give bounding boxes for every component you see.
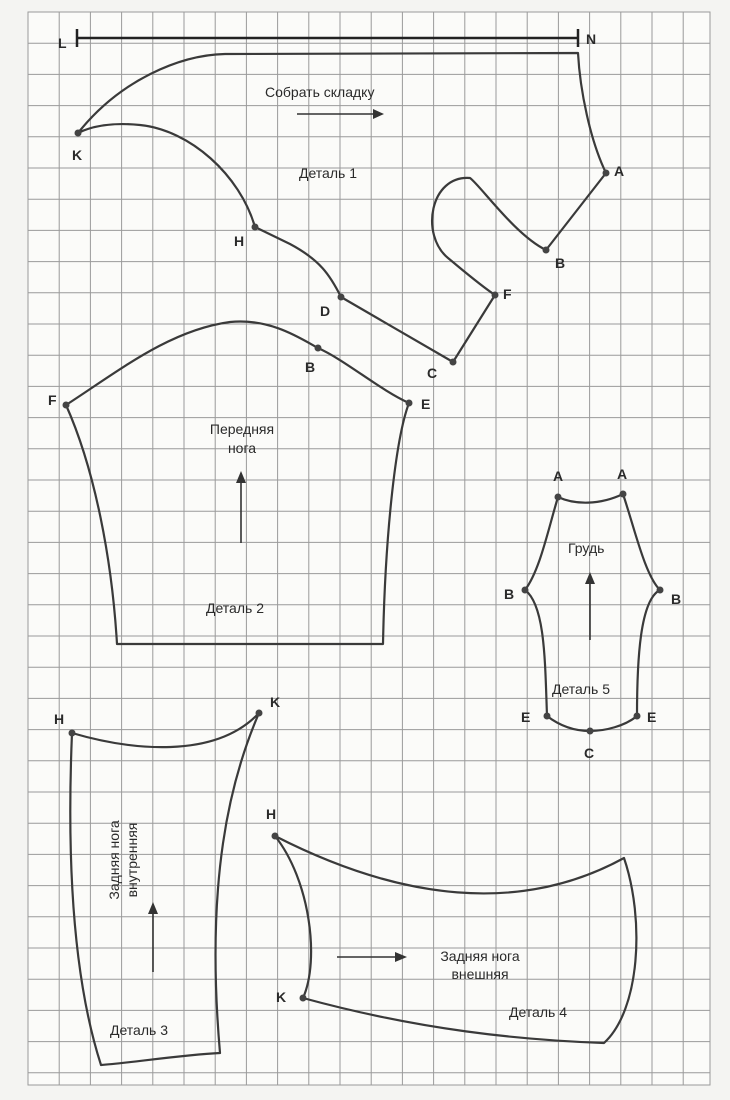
instruction-arrowhead: [373, 109, 384, 119]
top-bar: L N: [58, 29, 596, 51]
point-h: [251, 223, 259, 231]
point-label-k: K: [72, 147, 82, 163]
detail-3-arrowhead: [148, 902, 158, 914]
detail-5: A A B B E E C Грудь Деталь 5: [504, 466, 681, 761]
grid-area: [27, 11, 711, 1086]
detail-2-label-line1: Передняя: [210, 421, 274, 437]
detail-1: K H D C F B A Собрать складку Деталь 1: [72, 51, 624, 381]
instruction-text: Собрать складку: [265, 84, 374, 100]
point-label-e: E: [421, 396, 430, 412]
point-label-b: B: [555, 255, 565, 271]
point-e-right: [633, 712, 641, 720]
point-f: [491, 291, 499, 299]
point-label-e-right: E: [647, 709, 656, 725]
point-label-h: H: [54, 711, 64, 727]
detail-3-label-line2: внутренняя: [124, 823, 140, 898]
detail-3: H K Задняя нога внутренняя Деталь 3: [54, 694, 280, 1067]
point-a: [602, 169, 610, 177]
detail-2-outline: [64, 320, 411, 646]
point-a-left: [554, 493, 562, 501]
point-b: [542, 246, 550, 254]
point-e: [405, 399, 413, 407]
point-label-c: C: [584, 745, 594, 761]
detail-4-arrowhead: [395, 952, 407, 962]
detail-4-label-line2: внешняя: [451, 966, 508, 982]
point-k: [299, 994, 307, 1002]
detail-3-outline: [69, 711, 261, 1067]
point-label-a: A: [614, 163, 624, 179]
detail-4-outline: [273, 834, 638, 1045]
point-h: [68, 729, 76, 737]
point-label-d: D: [320, 303, 330, 319]
point-c: [586, 727, 594, 735]
point-e-left: [543, 712, 551, 720]
point-label-b-right: B: [671, 591, 681, 607]
point-f: [62, 401, 70, 409]
detail-5-label: Грудь: [568, 540, 604, 556]
point-label-l: L: [58, 35, 67, 51]
detail-5-arrowhead: [585, 572, 595, 584]
point-label-n: N: [586, 31, 596, 47]
point-label-f: F: [48, 392, 57, 408]
point-label-e-left: E: [521, 709, 530, 725]
point-b-left: [521, 586, 529, 594]
point-label-k: K: [270, 694, 280, 710]
detail-1-outline: [76, 51, 608, 364]
detail-1-title: Деталь 1: [299, 165, 357, 181]
point-label-k: K: [276, 989, 286, 1005]
point-label-f: F: [503, 286, 512, 302]
point-k: [74, 129, 82, 137]
point-label-a-left: A: [553, 468, 563, 484]
point-label-c: C: [427, 365, 437, 381]
detail-3-label-line1: Задняя нога: [106, 820, 122, 900]
point-label-h: H: [234, 233, 244, 249]
point-h: [271, 832, 279, 840]
point-label-h: H: [266, 806, 276, 822]
detail-2-label-line2: нога: [228, 440, 256, 456]
point-c: [449, 358, 457, 366]
detail-4-title: Деталь 4: [509, 1004, 567, 1020]
point-d: [337, 293, 345, 301]
point-label-b: B: [305, 359, 315, 375]
detail-5-title: Деталь 5: [552, 681, 610, 697]
detail-4: H K Задняя нога внешняя Деталь 4: [266, 806, 638, 1045]
detail-2-title: Деталь 2: [206, 600, 264, 616]
point-a-right: [619, 490, 627, 498]
point-b-right: [656, 586, 664, 594]
point-label-b-left: B: [504, 586, 514, 602]
detail-2: F B E Передняя нога Деталь 2: [48, 320, 430, 646]
point-label-a-right: A: [617, 466, 627, 482]
detail-3-title: Деталь 3: [110, 1022, 168, 1038]
point-k: [255, 709, 263, 717]
detail-4-label-line1: Задняя нога: [440, 948, 520, 964]
point-b: [314, 344, 322, 352]
detail-2-arrowhead: [236, 471, 246, 483]
grid: [27, 11, 710, 1085]
